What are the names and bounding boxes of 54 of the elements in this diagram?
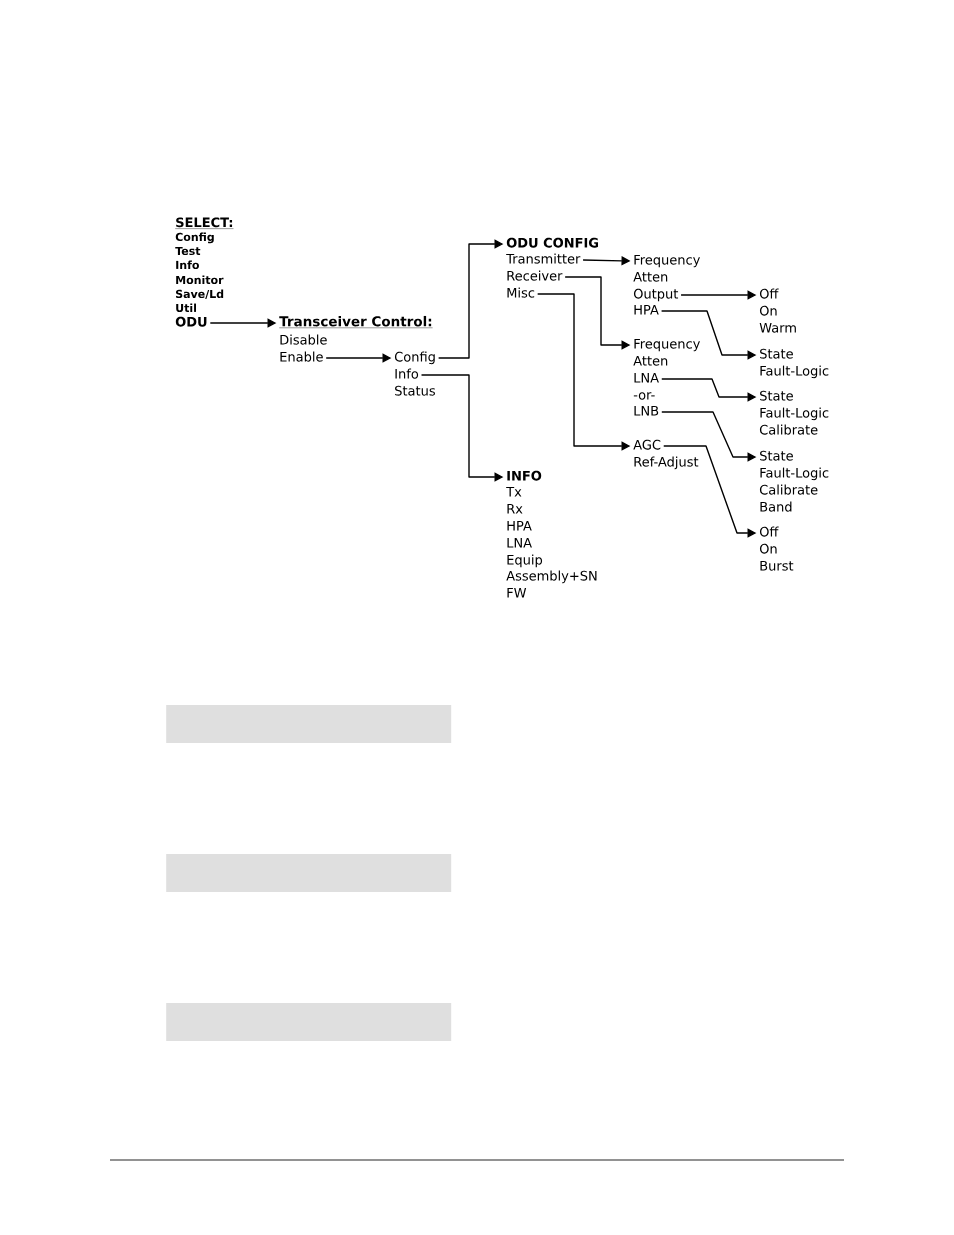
menu-item: AGC (633, 439, 661, 450)
menu-item: State (760, 390, 793, 401)
menu-item: Off (759, 288, 779, 299)
menu-item: Fault-Logic (760, 365, 829, 379)
menu-item: Info (395, 368, 419, 379)
menu-item: Test (175, 246, 201, 256)
menu-heading: INFO (507, 470, 542, 481)
menu-item: Atten (633, 272, 668, 282)
menu-item: On (759, 305, 777, 316)
menu-item: Rx (507, 504, 523, 514)
menu-item: Info (176, 260, 199, 270)
menu-item: -or- (633, 392, 655, 400)
menu-item: Transmitter (506, 253, 581, 264)
menu-item: Fault-Logic (760, 407, 829, 421)
menu-item: Off (759, 526, 779, 537)
menu-heading: ODU CONFIG (506, 237, 598, 248)
menu-item: Calibrate (759, 424, 818, 435)
menu-item: Burst (760, 561, 794, 571)
menu-item: Tx (506, 487, 522, 497)
menu-item: Util (176, 303, 196, 313)
menu-item: Band (760, 501, 792, 512)
shaded-bar (166, 854, 452, 892)
menu-item: Warm (759, 323, 796, 333)
menu-item: Ref-Adjust (634, 456, 699, 470)
menu-item: HPA (634, 305, 659, 315)
menu-item: FW (507, 588, 527, 598)
menu-item: Frequency (634, 339, 700, 352)
menu-item: LNA (634, 373, 659, 383)
menu-heading: SELECT: (175, 217, 234, 229)
menu-item: LNA (507, 538, 532, 548)
menu-item: Monitor (176, 275, 224, 285)
menu-item: Config (394, 351, 435, 365)
menu-heading: Transceiver Control: (279, 315, 433, 328)
menu-item: Equip (507, 554, 543, 568)
menu-item: Atten (633, 356, 668, 366)
menu-item: Assembly+SN (506, 570, 597, 584)
menu-item: Config (175, 232, 214, 244)
menu-item: Fault-Logic (760, 467, 829, 481)
menu-item: Output (633, 288, 679, 302)
shaded-bar (166, 1003, 452, 1041)
menu-item: Receiver (507, 270, 563, 281)
menu-item: Save/Ld (176, 289, 224, 299)
shaded-bar (166, 705, 452, 743)
menu-item: Frequency (634, 255, 700, 268)
menu-item: Calibrate (759, 484, 818, 495)
menu-heading: ODU (175, 316, 207, 327)
menu-item: Enable (280, 351, 323, 362)
menu-item: State (760, 450, 793, 461)
menu-item: HPA (507, 521, 532, 531)
menu-item: Misc (507, 287, 535, 298)
menu-item: State (760, 348, 793, 359)
menu-item: LNB (634, 406, 659, 416)
menu-item: Status (395, 385, 435, 396)
menu-item: On (759, 543, 777, 554)
